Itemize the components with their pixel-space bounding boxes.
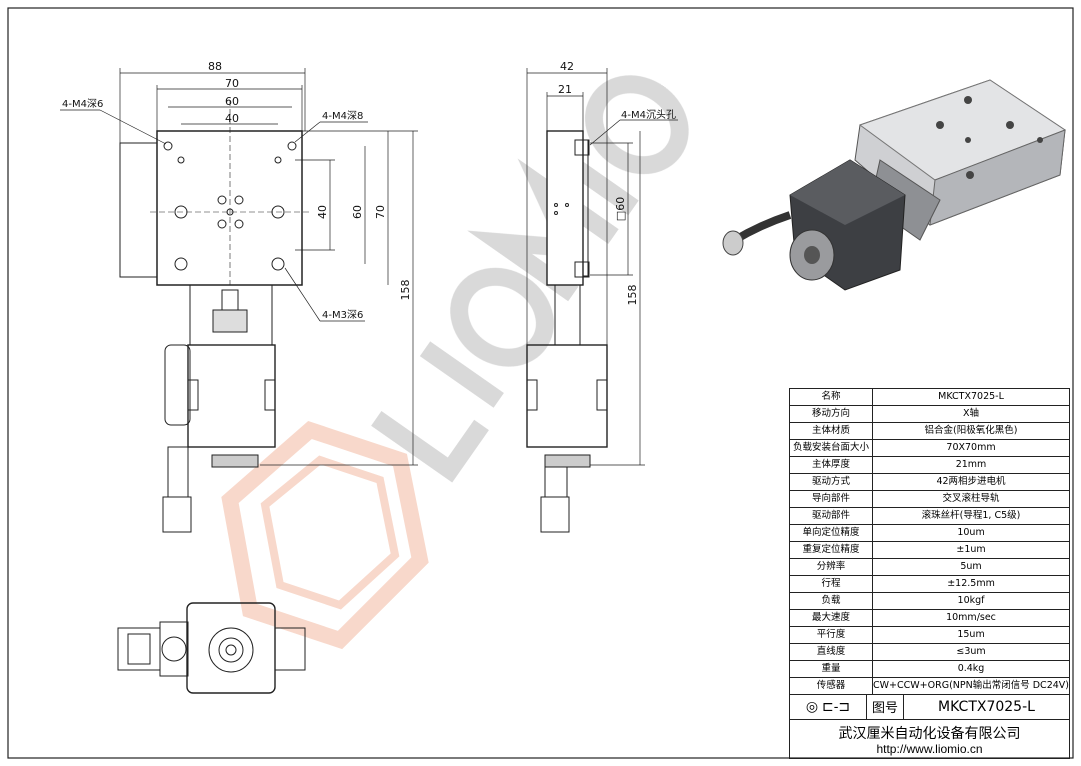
spec-value: ±12.5mm (872, 575, 1070, 593)
spec-value: 21mm (872, 456, 1070, 474)
spec-value: 15um (872, 626, 1070, 644)
dim-40-vertical: 40 (316, 205, 329, 219)
spec-label: 行程 (788, 575, 874, 593)
dim-60: 60 (225, 95, 239, 108)
spec-label: 重量 (788, 660, 874, 678)
projection-symbol-icon: ◎ ⊏-⊐ (790, 694, 867, 719)
spec-value: 10kgf (872, 592, 1070, 610)
spec-label: 平行度 (788, 626, 874, 644)
watermark-lettering-icon (371, 75, 689, 483)
spec-label: 驱动方式 (788, 473, 874, 491)
spec-label: 导向部件 (788, 490, 874, 508)
dim-square-60: □60 (614, 197, 627, 221)
spec-row: 重复定位精度±1um (788, 541, 1070, 559)
spec-label: 负载 (788, 592, 874, 610)
spec-value: 5um (872, 558, 1070, 576)
dim-88: 88 (208, 60, 222, 73)
company-name: 武汉厘米自动化设备有限公司 (838, 726, 1021, 742)
company-url[interactable]: http://www.liomio.cn (876, 742, 983, 756)
spec-value: CW+CCW+ORG(NPN输出常闭信号 DC24V) (872, 677, 1070, 695)
spec-row: 直线度≤3um (788, 643, 1070, 661)
note-4-m4-depth8: 4-M4深8 (322, 110, 363, 122)
note-4-m3-depth6: 4-M3深6 (322, 309, 363, 321)
spec-label: 移动方向 (788, 405, 874, 423)
front-view (119, 100, 310, 533)
bottom-view (117, 602, 306, 694)
spec-label: 单向定位精度 (788, 524, 874, 542)
side-view (526, 130, 608, 533)
drawing-border (7, 7, 1074, 759)
spec-row: 导向部件交叉滚柱导轨 (788, 490, 1070, 508)
spec-label: 最大速度 (788, 609, 874, 627)
side-dimension-lines (526, 68, 678, 466)
spec-label: 直线度 (788, 643, 874, 661)
drawing-number: MKCTX7025-L (938, 698, 1035, 715)
dim-21: 21 (558, 83, 572, 96)
dim-60-vertical: 60 (351, 205, 364, 219)
spec-value: 滚珠丝杆(导程1, C5级) (872, 507, 1070, 525)
spec-value: MKCTX7025-L (872, 388, 1070, 406)
product-3d-render (722, 79, 1067, 291)
title-block: ◎ ⊏-⊐ 图号 MKCTX7025-L 武汉厘米自动化设备有限公司 http:… (789, 694, 1070, 759)
spec-value: 70X70mm (872, 439, 1070, 457)
spec-label: 名称 (788, 388, 874, 406)
drawing-number-label: 图号 (867, 694, 904, 719)
front-dimension-lines (60, 68, 418, 466)
spec-label: 负载安装台面大小 (788, 439, 874, 457)
spec-label: 重复定位精度 (788, 541, 874, 559)
spec-value: 交叉滚柱导轨 (872, 490, 1070, 508)
spec-value: 42两相步进电机 (872, 473, 1070, 491)
spec-value: ≤3um (872, 643, 1070, 661)
spec-label: 传感器 (788, 677, 874, 695)
spec-value: 10um (872, 524, 1070, 542)
spec-value: 0.4kg (872, 660, 1070, 678)
dim-70-vertical: 70 (374, 205, 387, 219)
spec-value: ±1um (872, 541, 1070, 559)
spec-value: 铝合金(阳极氧化黑色) (872, 422, 1070, 440)
spec-label: 主体厚度 (788, 456, 874, 474)
spec-row: 行程±12.5mm (788, 575, 1070, 593)
dim-70: 70 (225, 77, 239, 90)
watermark-logo (221, 75, 689, 650)
spec-label: 驱动部件 (788, 507, 874, 525)
dim-42: 42 (560, 60, 574, 73)
spec-label: 分辨率 (788, 558, 874, 576)
note-4-m4-counterbore: 4-M4沉头孔 (621, 108, 676, 121)
spec-row: 驱动部件滚珠丝杆(导程1, C5级) (788, 507, 1070, 525)
dim-158-vertical: 158 (399, 280, 412, 301)
spec-value: X轴 (872, 405, 1070, 423)
note-4-m4-depth6: 4-M4深6 (62, 98, 103, 110)
spec-row: 主体材质铝合金(阳极氧化黑色) (788, 422, 1070, 440)
spec-label: 主体材质 (788, 422, 874, 440)
dim-40: 40 (225, 112, 239, 125)
spec-value: 10mm/sec (872, 609, 1070, 627)
dim-158-side: 158 (626, 285, 639, 306)
